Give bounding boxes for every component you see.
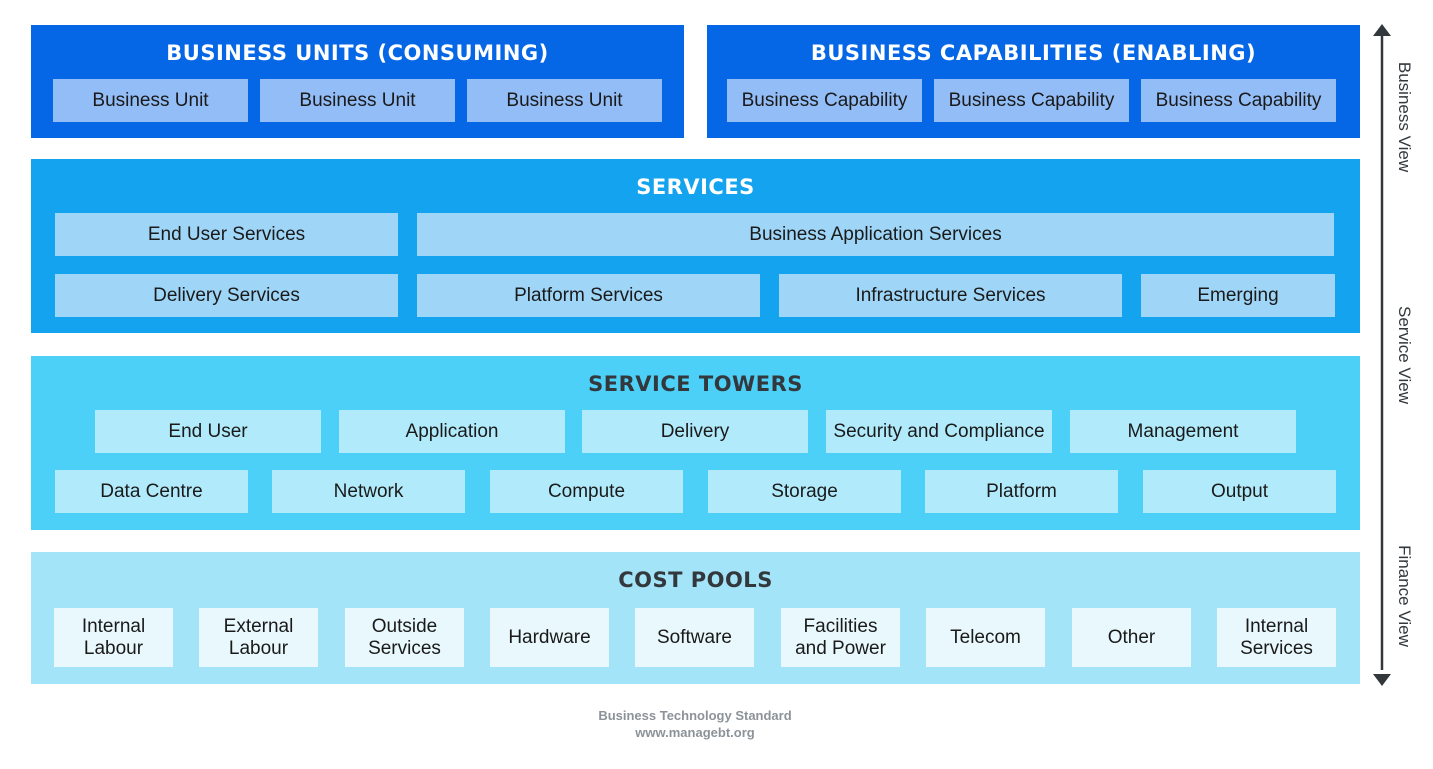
- cost-pool-label: Telecom: [950, 626, 1021, 648]
- cost-pool-box: Software: [635, 608, 754, 667]
- cost-pool-label: Internal: [81, 615, 146, 637]
- service-tower-box: Compute: [490, 470, 683, 513]
- service-tower-box: End User: [95, 410, 321, 453]
- cost-pool-label: Facilities: [803, 615, 878, 637]
- cost-pool-box: Facilities and Power: [781, 608, 900, 667]
- cost-pool-box: Internal Services: [1217, 608, 1336, 667]
- service-box: Emerging: [1141, 274, 1335, 317]
- cost-pool-label: Other: [1107, 626, 1156, 648]
- cost-pool-box: Outside Services: [345, 608, 464, 667]
- cost-pools-panel: COST POOLS Internal Labour External Labo…: [31, 552, 1360, 684]
- service-tower-box: Platform: [925, 470, 1118, 513]
- business-capability-box: Business Capability: [934, 79, 1129, 122]
- services-panel: SERVICES End User Services Business Appl…: [31, 159, 1360, 333]
- business-capability-box: Business Capability: [1141, 79, 1336, 122]
- business-units-title: BUSINESS UNITS (CONSUMING): [166, 41, 549, 65]
- business-capabilities-panel: BUSINESS CAPABILITIES (ENABLING) Busines…: [707, 25, 1360, 138]
- cost-pool-box: Telecom: [926, 608, 1045, 667]
- service-box: Business Application Services: [417, 213, 1334, 256]
- business-unit-box: Business Unit: [467, 79, 662, 122]
- service-box: Platform Services: [417, 274, 760, 317]
- cost-pool-box: External Labour: [199, 608, 318, 667]
- business-units-panel: BUSINESS UNITS (CONSUMING) Business Unit…: [31, 25, 684, 138]
- cost-pool-box: Other: [1072, 608, 1191, 667]
- business-unit-box: Business Unit: [53, 79, 248, 122]
- business-unit-box: Business Unit: [260, 79, 455, 122]
- business-capabilities-title: BUSINESS CAPABILITIES (ENABLING): [810, 41, 1257, 65]
- service-tower-box: Storage: [708, 470, 901, 513]
- double-arrow-icon: [1373, 24, 1391, 686]
- cost-pool-label: Services: [1240, 637, 1313, 659]
- footer-title: Business Technology Standard: [598, 708, 792, 723]
- service-tower-box: Security and Compliance: [826, 410, 1052, 453]
- services-title: SERVICES: [636, 175, 755, 199]
- service-tower-box: Network: [272, 470, 465, 513]
- footer: Business Technology Standard www.manageb…: [0, 707, 1390, 741]
- service-towers-panel: SERVICE TOWERS End User Application Deli…: [31, 356, 1360, 530]
- service-tower-box: Delivery: [582, 410, 808, 453]
- service-tower-box: Management: [1070, 410, 1296, 453]
- cost-pool-label: Software: [657, 626, 732, 648]
- business-capability-box: Business Capability: [727, 79, 922, 122]
- cost-pools-title: COST POOLS: [618, 568, 773, 592]
- service-box: End User Services: [55, 213, 398, 256]
- cost-pool-label: Labour: [228, 637, 289, 659]
- cost-pool-label: Labour: [83, 637, 144, 659]
- service-tower-box: Data Centre: [55, 470, 248, 513]
- service-tower-box: Output: [1143, 470, 1336, 513]
- footer-url[interactable]: www.managebt.org: [635, 725, 755, 740]
- cost-pool-box: Internal Labour: [54, 608, 173, 667]
- service-box: Infrastructure Services: [779, 274, 1122, 317]
- cost-pool-label: External: [223, 615, 294, 637]
- service-box: Delivery Services: [55, 274, 398, 317]
- service-towers-title: SERVICE TOWERS: [588, 372, 803, 396]
- cost-pool-box: Hardware: [490, 608, 609, 667]
- cost-pool-label: Services: [368, 637, 441, 659]
- cost-pool-label: Internal: [1244, 615, 1309, 637]
- service-tower-box: Application: [339, 410, 565, 453]
- cost-pool-label: Outside: [371, 615, 438, 637]
- cost-pool-label: Hardware: [508, 626, 591, 648]
- cost-pool-label: and Power: [795, 637, 886, 659]
